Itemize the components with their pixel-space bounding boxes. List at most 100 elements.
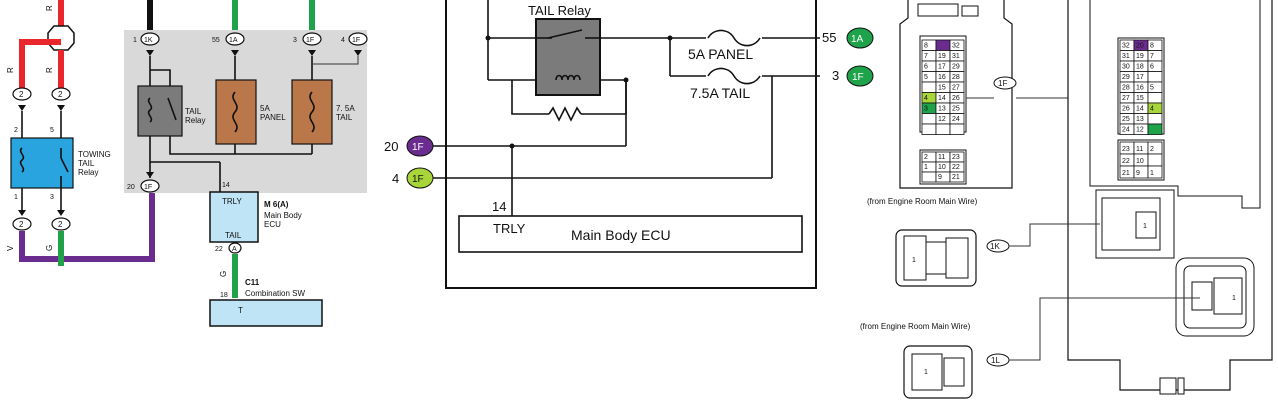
tail-relay-box [137,85,183,137]
red-wire-left [19,39,61,88]
pin-number: 4 [924,95,928,102]
pin-number: 28 [1122,85,1130,92]
combination-sw-box [209,299,323,327]
svg-text:1: 1 [912,257,916,264]
arrow-icon [57,105,65,111]
pin-number: 26 [1122,106,1130,113]
ecu-name-label: Main Body ECU [571,227,671,243]
pin-number: 7 [924,53,928,60]
pin-label: 1 [14,194,18,201]
pin-3-label: 3 [832,68,839,83]
arrow-icon [231,50,239,56]
connector-1a-label: 1A [851,34,864,45]
combo-sw-label: Combination SW [245,289,305,298]
pin-14-label: 14 [492,199,506,214]
pin-number: 29 [1122,74,1130,81]
connector-label: 2 [58,90,63,99]
pin-number: 24 [952,116,960,123]
pin-number: 10 [1136,158,1144,165]
pin-number: 21 [1122,170,1130,177]
relay-coil-icon [19,147,25,173]
pin-cell [949,171,965,183]
connector-label: 1K [144,37,153,44]
pin-number: 5 [1150,85,1154,92]
connector-1k-label: 1K [990,242,1000,251]
pin-cell [1147,71,1163,83]
connector-badge [140,32,160,46]
pin-number: 15 [938,85,946,92]
pin-number: 16 [1136,85,1144,92]
pin-number: 25 [1122,116,1130,123]
pin-number: 9 [1136,170,1140,177]
connector-label: 1F [352,37,360,44]
connector-1k-face: 1 [895,229,977,287]
pin-number: 16 [938,74,946,81]
connector-badge [228,242,242,254]
pin-label: 4 [341,37,345,44]
pin-label: 3 [50,194,54,201]
from-engine-room-label: (from Engine Room Main Wire) [867,197,978,206]
connector-1f-label: 1F [998,79,1007,88]
fuse-7-5a-label: 7.5A TAIL [690,85,750,101]
pin-number: 5 [924,74,928,81]
pin-4-label: 4 [392,171,399,186]
pin-number: 4 [1150,106,1154,113]
arrow-icon [57,210,65,216]
ecu-tail-label: TAIL [225,231,242,240]
fuse-5a-label: 5A PANEL [688,46,753,62]
pin-cell [921,171,937,183]
pin-cell [1147,123,1163,135]
arrow-icon [146,172,154,178]
ecu-name-label: Main Body ECU [264,211,304,229]
pin-number: 28 [952,74,960,81]
pin-number: 23 [1122,146,1130,153]
svg-text:1: 1 [924,369,928,376]
pin-number: 22 [1122,158,1130,165]
fuse-icon [309,91,315,133]
ecu-trly-label: TRLY [222,197,243,206]
connector-badge [12,87,32,101]
connector-badge [140,179,160,193]
module-box [445,0,817,289]
pin-number: 7 [1150,53,1154,60]
wire-color-r3: R [45,67,54,73]
wire-color-v: V [6,245,15,251]
pin-number: 32 [1122,43,1130,50]
pin-number: 17 [938,64,946,71]
connector-1l-label: 1L [991,356,1000,365]
resistor-icon [548,106,582,122]
connector-label: 2 [58,220,63,229]
connector-1l-face: 1 [903,345,973,399]
splice-octagon [47,25,75,51]
pin-label: 14 [222,182,230,189]
arrow-icon [18,210,26,216]
connector-badge [51,87,71,101]
pin-label: 5 [50,127,54,134]
connector-1f-badge [993,76,1017,90]
pin-20-label: 20 [384,139,398,154]
pin-label: 2 [14,127,18,134]
tail-relay-label: TAIL Relay [528,3,591,18]
pin-number: 14 [1136,106,1144,113]
pin-cell [1147,153,1163,167]
wire-color-g: G [219,271,228,277]
pin-number: 29 [952,64,960,71]
pin-cell [935,39,951,51]
pin-number: 8 [924,43,928,50]
pin-cell [1147,165,1163,179]
connector-badge [12,217,32,231]
pin-number: 8 [1150,43,1154,50]
pin-number: 13 [938,106,946,113]
pin-number: 11 [938,154,945,161]
pin-number: 26 [952,95,960,102]
left-schematic: R R R 2 2 2 5 TOWING TAIL Relay 1 3 2 [6,0,368,327]
pin-label: 1 [133,37,137,44]
fuse-5a-label: 5A PANEL [260,104,286,122]
towing-relay-label: TOWING TAIL Relay [78,150,113,177]
svg-text:1: 1 [1143,223,1147,230]
svg-text:1: 1 [1232,295,1236,302]
pin-number: 15 [1136,95,1144,102]
pin-number: 27 [952,85,960,92]
